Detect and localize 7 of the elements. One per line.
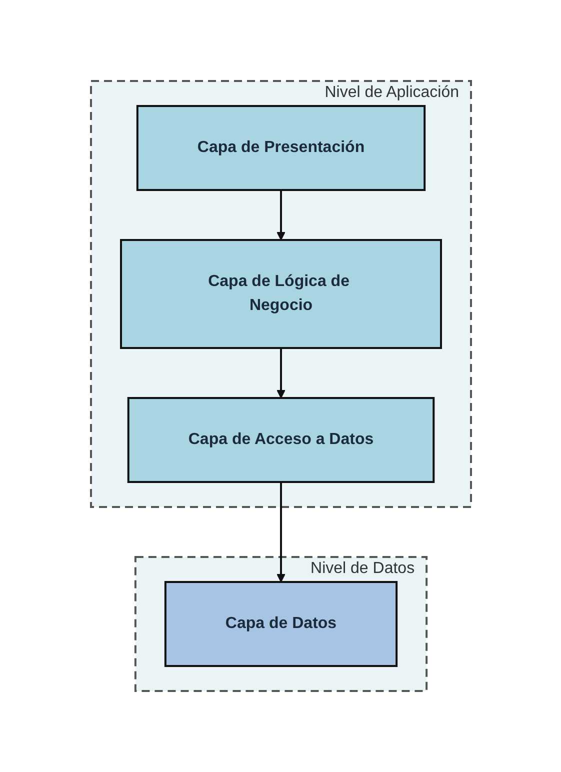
node-box: Capa de Presentación [136, 105, 426, 191]
arrow [276, 482, 285, 582]
node-box: Capa de Datos [164, 581, 398, 667]
arrow [276, 348, 285, 398]
node-box: Capa de Lógica de Negocio [120, 239, 442, 349]
node-box: Capa de Acceso a Datos [126, 397, 434, 483]
arrow [276, 190, 285, 240]
